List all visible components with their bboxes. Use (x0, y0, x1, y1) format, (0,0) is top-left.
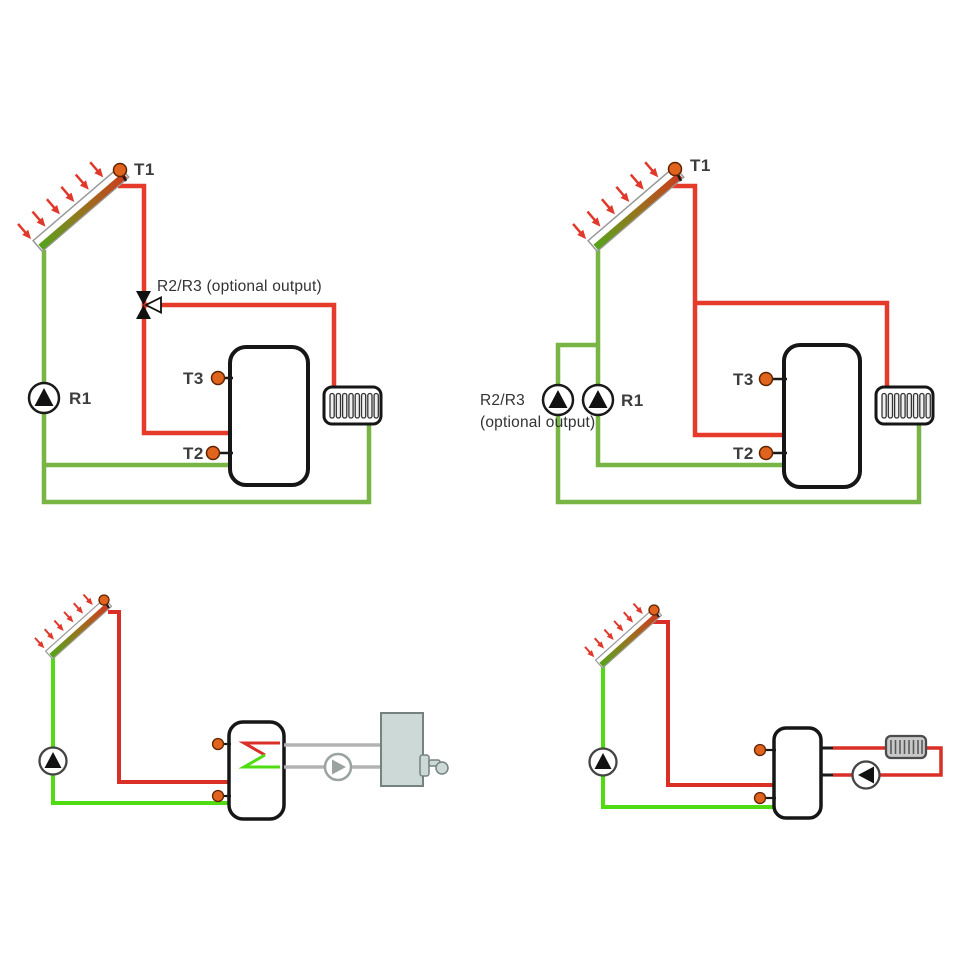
diagram-bottom-left (34, 593, 449, 821)
cold-pipe (595, 250, 786, 468)
hot-pipe (672, 183, 786, 438)
solar-collector (584, 602, 663, 669)
label-r1: R1 (69, 389, 92, 408)
sun-ray-arrows (34, 593, 93, 649)
sensor-dot (98, 594, 110, 606)
hot-pipe (108, 610, 231, 784)
collector-absorber (599, 612, 660, 667)
sensor-t3-dot (210, 370, 226, 386)
radiator (874, 385, 935, 426)
label-t3-2: T3 (733, 370, 754, 389)
label-valve-output: R2/R3 (optional output) (157, 278, 322, 295)
sensor-dot (753, 791, 767, 805)
hot-pipe (652, 620, 774, 787)
sun-ray-arrows (17, 161, 104, 240)
radiator-small (884, 734, 928, 760)
collector-absorber (38, 172, 128, 250)
diagram-top-right (541, 161, 935, 505)
boiler (380, 712, 449, 787)
label-t3: T3 (183, 369, 204, 388)
sensor-t2-dot (758, 445, 774, 461)
label-t1: T1 (134, 160, 155, 179)
sensor-dot (648, 604, 660, 616)
sensor-t3-dot (758, 371, 774, 387)
solar-collector (572, 161, 685, 253)
hot-pipe-radiator-branch (144, 302, 337, 390)
hot-pipe (118, 183, 232, 436)
label-r2r3-note: (optional output) (480, 414, 596, 431)
label-t2: T2 (183, 444, 204, 463)
sensor-dot (753, 743, 767, 757)
storage-tank (772, 726, 823, 820)
label-t2-2: T2 (733, 444, 754, 463)
cold-pipe (601, 667, 774, 809)
cold-pipe (51, 658, 231, 805)
cold-pipe (41, 250, 372, 505)
label-t1-2: T1 (690, 156, 711, 175)
storage-tank (227, 720, 286, 821)
label-r1-2: R1 (621, 391, 644, 410)
sun-ray-arrows (572, 161, 659, 240)
diagram-top-left (17, 161, 383, 505)
heat-exchanger-coil (238, 741, 280, 769)
sensor-dot (211, 737, 225, 751)
gray-pump-icon (323, 752, 353, 782)
three-way-valve-icon (136, 291, 162, 319)
sun-ray-arrows (584, 602, 643, 658)
pump-r1-icon (581, 383, 615, 417)
collector-absorber (49, 603, 110, 658)
sensor-t2-dot (205, 445, 221, 461)
pump-icon (588, 747, 618, 777)
radiator (322, 385, 383, 426)
diagram-bottom-right (584, 602, 943, 820)
tap-icon (419, 754, 449, 777)
cold-pipe-radiator-branch (555, 342, 922, 505)
storage-tank (228, 345, 310, 487)
sensor-t1-dot (112, 162, 128, 178)
sensor-t1-dot (667, 161, 683, 177)
solar-collector (17, 161, 130, 253)
pump-return-icon (851, 760, 881, 790)
pump-icon (38, 746, 68, 776)
solar-collector (34, 593, 113, 660)
pump-r1-icon (27, 381, 61, 415)
sensor-dot (211, 789, 225, 803)
pump-r2r3-icon (541, 383, 575, 417)
hot-pipe-radiator-branch (695, 300, 890, 389)
storage-tank (782, 343, 862, 489)
collector-absorber (593, 172, 683, 250)
label-r2r3: R2/R3 (480, 392, 525, 409)
